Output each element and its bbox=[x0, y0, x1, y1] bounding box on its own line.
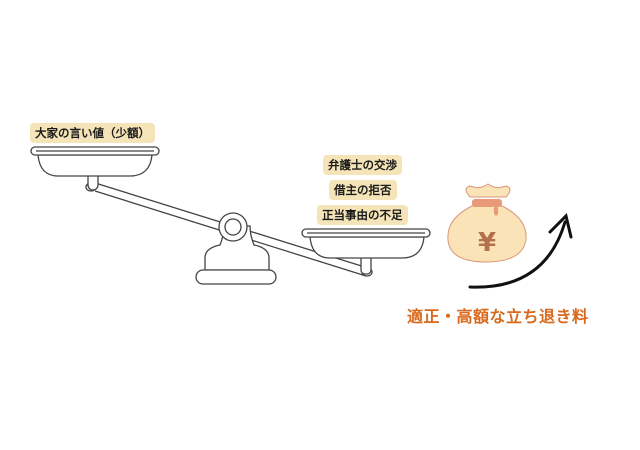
right-pan bbox=[301, 228, 431, 275]
scale-fulcrum bbox=[195, 212, 277, 285]
outcome-caption: 適正・高額な立ち退き料 bbox=[407, 307, 589, 326]
left-pan-label: 大家の言い値（少額） bbox=[30, 123, 155, 143]
right-pan-label-refusal: 借主の拒否 bbox=[329, 180, 397, 200]
upward-arrow-icon bbox=[468, 213, 573, 289]
right-pan-label-negotiation: 弁護士の交渉 bbox=[323, 155, 402, 175]
right-pan-label-insufficient-cause: 正当事由の不足 bbox=[317, 205, 408, 225]
left-pan bbox=[30, 146, 160, 191]
svg-text:¥: ¥ bbox=[478, 228, 496, 258]
money-bag-icon: ¥ bbox=[447, 183, 527, 263]
